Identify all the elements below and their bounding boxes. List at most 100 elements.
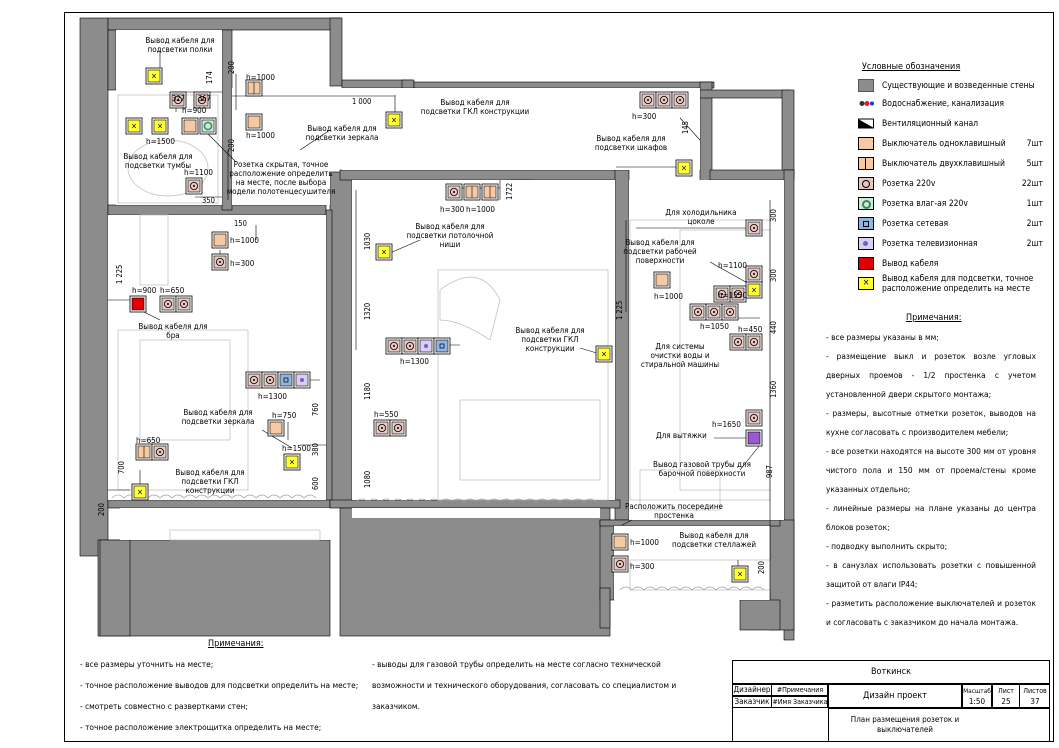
dim-1722: 1722 [505,183,514,200]
label-hood: Для вытяжки [656,431,707,440]
height-mark: h=550 [374,410,399,419]
legend-item-label: Розетка сетевая [882,219,949,229]
dim-1180: 1180 [363,383,372,400]
legend-item: Вентиляционный канал [858,116,1043,132]
dim-327: 327 [172,94,185,103]
dim-760: 760 [311,403,320,416]
legend-item: Существующие и возведенные стены [858,78,1043,94]
tb-designer-label: Дизайнер [733,685,771,694]
dim-1030: 1030 [363,233,372,250]
label-fridge: Для холодильника цоколе [665,208,737,226]
tb-scale-value: 1:50 [968,697,986,706]
dim-1320: 1320 [363,303,372,320]
note-item: - в санузлах использовать розетки с повы… [826,560,1036,589]
dim-987: 987 [765,465,774,478]
note-item: - точное расположение выводов для подсве… [80,680,359,690]
tb-sheets-label: Листов [1023,687,1047,695]
label-middle-wall: Расположить посередине простенка [625,502,723,520]
height-mark: h=1000 [246,131,275,140]
tb-sheet-label: Лист [998,687,1014,695]
legend-item-label: Водоснабжение, канализация [882,99,1004,109]
dim-200c: 200 [97,503,106,516]
height-mark: h=1000 [246,73,275,82]
legend-item-label: Розетка телевизионная [882,239,978,249]
dim-380: 380 [311,443,320,456]
tb-city: Воткинск [870,667,911,677]
note-item: - все размеры уточнить на месте; [80,659,214,669]
dim-440: 440 [769,321,778,334]
tb-designer-value: #Примечания [776,686,824,694]
tb-project: Дизайн проект [863,691,927,701]
height-mark: h=1000 [630,538,659,547]
note-item: - смотреть совместно с развертками стен; [80,701,248,711]
note-item: - все розетки находятся на высоте 300 мм… [826,446,1036,494]
label-gkl-1: Вывод кабеля для подсветки ГКЛ конструкц… [420,98,530,116]
height-mark: h=1500 [282,444,311,453]
walls [79,17,795,641]
height-mark: h=1650 [712,420,741,429]
drawing-frame [64,12,1054,742]
height-mark: h=1100 [184,168,213,177]
legend-item: Выключатель одноклавишный 7шт [858,136,1043,152]
height-mark: h=1550 [718,291,747,300]
legend-item-count: 5шт [1026,159,1043,169]
height-mark: h=1000 [466,205,495,214]
height-mark: h=1100 [718,261,747,270]
tb-scale-label: Масштаб [963,687,991,695]
furniture-outlines [117,94,771,591]
legend-item-label: Выключатель двухклавишный [882,159,1005,169]
height-mark: h=1000 [230,236,259,245]
label-work-surface: Вывод кабеля для подсветки рабочей повер… [623,238,697,265]
legend-item: Вывод кабеля [858,256,1043,272]
height-mark: h=900 [132,286,157,295]
dim-200a: 200 [227,61,236,74]
label-rack-light: Вывод кабеля для подсветки стеллажей [672,531,756,549]
label-mirror-light-1: Вывод кабеля для подсветки зеркала [305,124,379,142]
tb-sheet-value: 25 [1001,697,1011,706]
height-mark: h=300 [230,259,255,268]
label-ceiling-niche: Вывод кабеля для подсветки потолочной ни… [406,222,494,249]
legend-item-label: Вентиляционный канал [882,119,979,129]
notes-bottom-col1: - все размеры уточнить на месте; - точное… [80,654,380,738]
height-mark: h=650 [160,286,185,295]
dim-1000: 1 000 [352,97,371,106]
label-gkl-2: Вывод кабеля для подсветки ГКЛ конструкц… [515,326,585,353]
legend-item-count: 7шт [1026,139,1043,149]
height-mark: h=1050 [700,322,729,331]
tb-sheets-value: 37 [1030,697,1040,706]
dim-367: 367 [198,94,211,103]
height-mark: h=900 [182,106,207,115]
dim-200b: 200 [227,139,236,152]
note-item: - подводку выполнить скрыто; [826,541,948,551]
dim-1225b: 1 225 [615,301,624,320]
legend-item: ×Вывод кабеля для подсветки, точное расп… [858,274,1043,294]
legend-item: Выключатель двухклавишный 5шт [858,156,1043,172]
legend-item-count: 1шт [1026,199,1043,209]
dim-145: 145 [681,121,690,134]
note-item: - выводы для газовой трубы определить на… [372,659,677,711]
dim-1225a: 1 225 [115,265,124,284]
legend-item-label: Выключатель одноклавишный [882,139,1006,149]
note-item: - все размеры указаны в мм; [826,332,939,342]
notes-bottom-col2: - выводы для газовой трубы определить на… [372,654,692,717]
dim-300a: 300 [769,209,778,222]
dim-174: 174 [205,71,214,84]
legend-item-label: Розетка 220v [882,179,936,189]
height-mark: h=300 [632,112,657,121]
dim-600: 600 [311,477,320,490]
tb-sheet-title: План размещения розеток и выключателей [850,715,960,734]
label-gkl-3: Вывод кабеля для подсветки ГКЛ конструкц… [175,468,245,495]
notes-right: - все размеры указаны в мм; - размещение … [826,328,1036,632]
dim-1080: 1080 [363,471,372,488]
note-item: - разметить расположение выключателей и … [826,598,1036,627]
dim-1360: 1360 [769,381,778,398]
height-mark: h=650 [136,436,161,445]
note-item: - размещение выкл и розеток возле угловы… [826,351,1036,399]
label-bra: Вывод кабеля для бра [138,322,208,340]
label-mirror-light-2: Вывод кабеля для подсветки зеркала [181,408,255,426]
dim-300b: 300 [769,269,778,282]
note-item: - размеры, высотные отметки розеток, выв… [826,408,1036,437]
